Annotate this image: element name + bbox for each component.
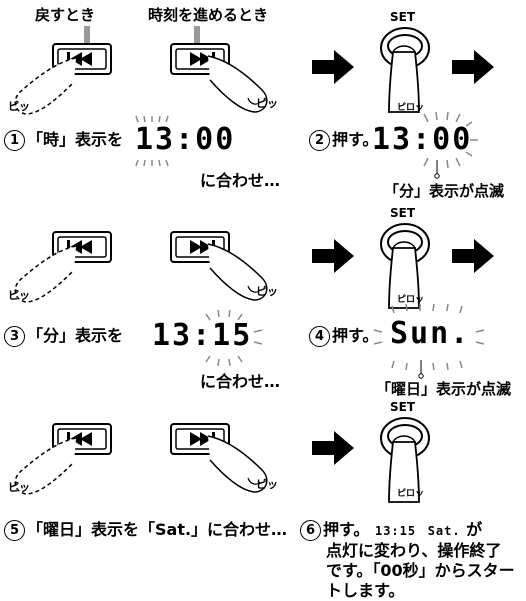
set-label: SET [390,400,416,414]
step6-pre: 押す。 [323,520,370,539]
time-display: 13:15 [152,318,253,353]
step6-day: Sat. [427,524,461,538]
step5-label: 「曜日」表示を「Sat.」に合わせ… [27,520,288,539]
pointer-line [418,360,424,379]
beep-text: ピッ [256,285,278,298]
beep-text: ピッ [256,97,278,110]
step-number: 2 [309,130,330,151]
blink-marks [135,115,169,167]
right-arrow-icon [312,431,354,465]
back-label: 戻すとき [35,6,96,24]
blink-marks [373,304,485,370]
step6-time: 13:15 [374,524,417,538]
step1-suffix: に合わせ… [200,171,281,190]
step2-label: 押す。 [332,130,379,149]
pointer-line [434,160,440,179]
step1-text: 1「時」表示を [4,126,123,151]
time-display: 13:00 [135,122,236,157]
step6-line2: 点灯に変わり、操作終了 [326,541,502,560]
step4-label: 押す。 [332,326,379,345]
step6-post: が [466,520,483,539]
set-beep-text: ピロッ [397,103,425,113]
right-arrow-icon [312,50,354,84]
step-number: 6 [300,520,321,541]
set-beep-text: ピロッ [397,295,425,305]
blink-marks [205,310,263,366]
set-label: SET [390,206,416,220]
step1-label: 「時」表示を [27,130,124,149]
step-number: 4 [309,326,330,347]
beep-text: ピッ [8,481,30,494]
step-number: 5 [4,520,25,541]
day-display: Sun. [390,316,471,351]
step5-text: 5「曜日」表示を「Sat.」に合わせ… [4,516,287,541]
right-arrow-icon [452,50,494,84]
set-label: SET [390,10,416,24]
set-beep-text: ピロッ [397,489,425,499]
right-arrow-icon [312,239,354,273]
step2-note: 「分」表示が点滅 [384,182,505,200]
beep-text: ピッ [8,289,30,302]
step6-line4: トします。 [326,581,405,600]
step3-text: 3「分」表示を [4,322,123,347]
right-arrow-icon [452,239,494,273]
blink-marks [423,112,478,169]
step4-note: 「曜日」表示が点滅 [376,380,512,398]
beep-text: ピッ [8,100,30,113]
time-display: 13:00 [372,122,473,157]
step-number: 1 [4,130,25,151]
step6-line3: です。「00秒」からスター [326,561,515,580]
step3-label: 「分」表示を [27,326,124,345]
step3-suffix: に合わせ… [200,372,281,391]
forward-label: 時刻を進めるとき [148,6,269,24]
step-number: 3 [4,326,25,347]
beep-text: ピッ [256,478,278,491]
